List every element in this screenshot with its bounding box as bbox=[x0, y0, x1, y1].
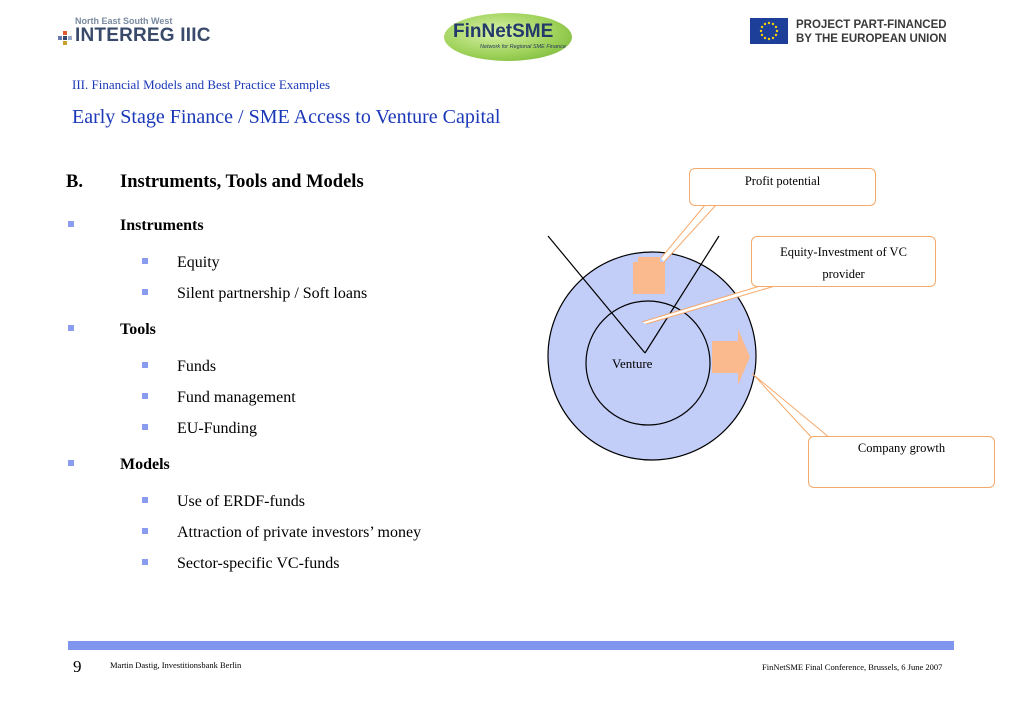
bullet-icon bbox=[142, 424, 148, 430]
list-item: Use of ERDF-funds bbox=[177, 493, 305, 510]
profit-callout: Profit potential bbox=[689, 168, 876, 206]
bullet-icon bbox=[68, 221, 74, 227]
group-label-instruments: Instruments bbox=[120, 217, 204, 234]
bullet-icon bbox=[142, 528, 148, 534]
finnetsme-subtitle: Network for Regional SME Finance bbox=[480, 44, 566, 50]
footer-event: FinNetSME Final Conference, Brussels, 6 … bbox=[762, 662, 943, 672]
interreg-name: INTERREG IIIC bbox=[75, 25, 211, 46]
group-label-models: Models bbox=[120, 456, 170, 473]
bullet-icon bbox=[142, 393, 148, 399]
eu-financing-note: PROJECT PART-FINANCED BY THE EUROPEAN UN… bbox=[796, 18, 947, 46]
page-number: 9 bbox=[73, 657, 82, 676]
funnel-right-line bbox=[644, 235, 720, 354]
growth-callout-pointer bbox=[751, 372, 832, 439]
list-item: Sector-specific VC-funds bbox=[177, 555, 340, 572]
footer-bar bbox=[68, 641, 954, 650]
bullet-icon bbox=[68, 460, 74, 466]
interreg-tagline: North East South West bbox=[75, 16, 173, 26]
growth-arrow-icon bbox=[712, 329, 750, 385]
finnetsme-oval bbox=[444, 13, 572, 61]
footer-author: Martin Dastig, Investitionsbank Berlin bbox=[110, 660, 242, 670]
slide-title: Early Stage Finance / SME Access to Vent… bbox=[72, 106, 501, 128]
bullet-icon bbox=[142, 289, 148, 295]
group-label-tools: Tools bbox=[120, 321, 156, 338]
list-item: Fund management bbox=[177, 389, 296, 406]
heading-text: Instruments, Tools and Models bbox=[120, 172, 364, 192]
venture-label: Venture bbox=[612, 356, 653, 371]
finnetsme-name: FinNetSME bbox=[453, 21, 554, 42]
equity-callout-line-1: Equity-Investment of VC bbox=[780, 245, 907, 259]
list-item: EU-Funding bbox=[177, 420, 257, 437]
list-item: Equity bbox=[177, 254, 220, 271]
bullet-icon bbox=[68, 325, 74, 331]
equity-callout: Equity-Investment of VC provider bbox=[751, 236, 936, 287]
heading-letter: B. bbox=[66, 172, 83, 192]
equity-callout-line-2: provider bbox=[822, 267, 865, 281]
profit-arrow-icon bbox=[633, 257, 665, 294]
eu-line-1: PROJECT PART-FINANCED bbox=[796, 19, 947, 31]
inner-circle bbox=[585, 300, 711, 426]
eu-flag-icon bbox=[750, 18, 788, 44]
interreg-logo: North East South West INTERREG IIIC bbox=[58, 16, 211, 50]
eu-line-2: BY THE EUROPEAN UNION bbox=[796, 33, 947, 45]
finnetsme-logo: FinNetSME Network for Regional SME Finan… bbox=[444, 13, 572, 61]
funnel-left-line bbox=[547, 235, 646, 354]
section-label: III. Financial Models and Best Practice … bbox=[72, 77, 331, 92]
list-item: Attraction of private investors’ money bbox=[177, 524, 422, 541]
bullet-icon bbox=[142, 497, 148, 503]
bullet-icon bbox=[142, 362, 148, 368]
list-item: Funds bbox=[177, 358, 217, 375]
growth-callout-text: Company growth bbox=[857, 441, 946, 455]
interreg-mark-icon bbox=[58, 31, 72, 45]
growth-callout: Company growth bbox=[808, 436, 995, 488]
list-item: Silent partnership / Soft loans bbox=[177, 285, 368, 302]
bullet-icon bbox=[142, 258, 148, 264]
profit-callout-text: Profit potential bbox=[744, 174, 821, 188]
bullet-icon bbox=[142, 559, 148, 565]
